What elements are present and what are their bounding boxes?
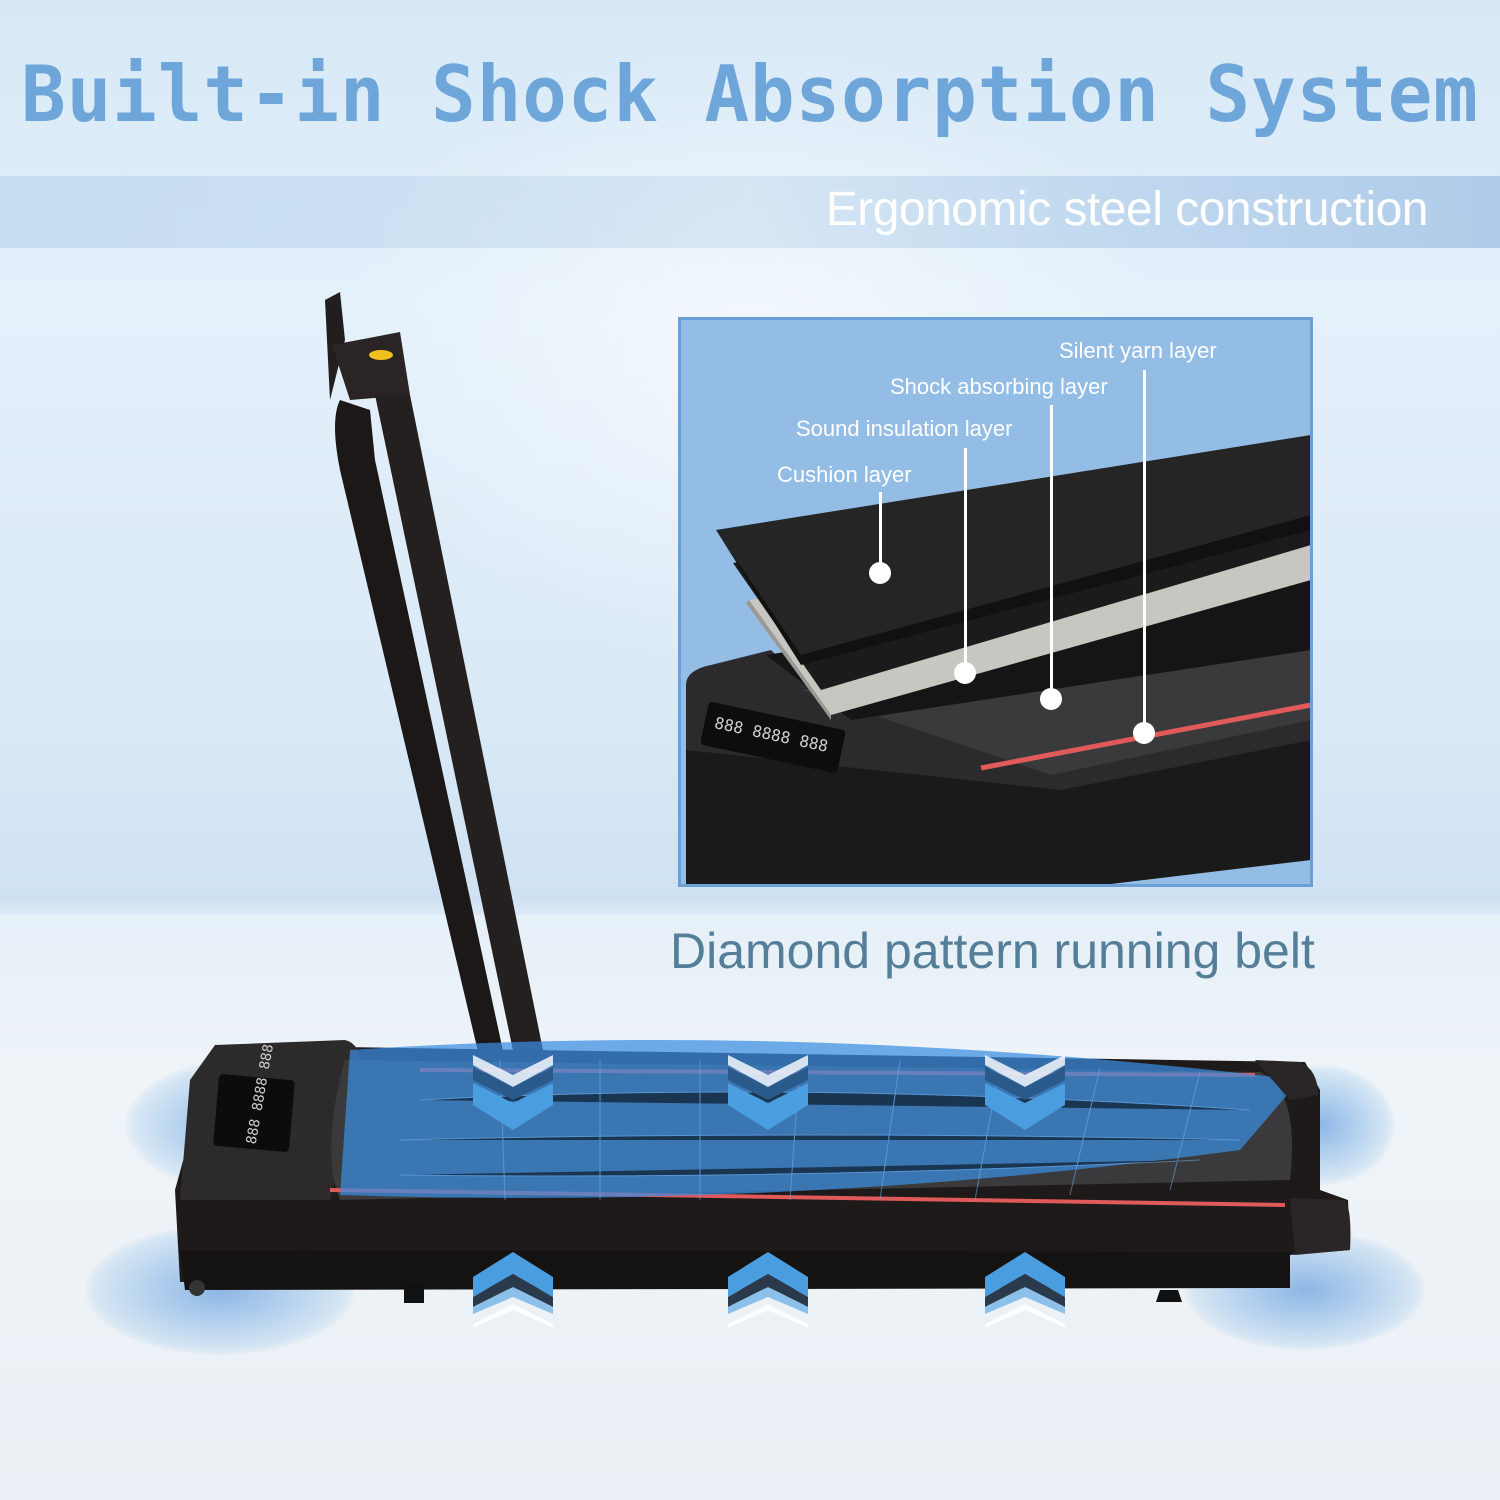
- belt-caption: Diamond pattern running belt: [670, 923, 1315, 979]
- console-display: [213, 1074, 295, 1152]
- chevron-up-icon: [985, 1252, 1065, 1328]
- power-button-icon: [369, 350, 393, 360]
- layer-detail-inset: 888 8888 888 Silent yarn layer Shock abs…: [678, 317, 1313, 887]
- chevron-up-icon: [473, 1252, 553, 1328]
- chevron-up-icon: [728, 1252, 808, 1328]
- leader-line-shock-absorbing: [1050, 405, 1053, 695]
- leader-line-cushion: [879, 492, 882, 572]
- subtitle: Ergonomic steel construction: [825, 183, 1429, 236]
- marker-dot-cushion: [869, 562, 891, 584]
- headline: Built-in Shock Absorption System: [21, 49, 1479, 140]
- chevron-down-icon: [985, 1055, 1065, 1130]
- marker-dot-sound-insulation: [954, 662, 976, 684]
- label-cushion-layer: Cushion layer: [777, 462, 912, 487]
- leader-line-sound-insulation: [964, 448, 967, 668]
- chevron-down-icon: [728, 1055, 808, 1130]
- marker-dot-silent-yarn: [1133, 722, 1155, 744]
- label-shock-absorbing-layer: Shock absorbing layer: [890, 374, 1108, 399]
- subtitle-band: [0, 176, 1500, 248]
- leader-line-silent-yarn: [1143, 370, 1146, 730]
- marker-dot-shock-absorbing: [1040, 688, 1062, 710]
- label-sound-insulation-layer: Sound insulation layer: [796, 416, 1013, 441]
- chevron-down-icon: [473, 1055, 553, 1130]
- label-silent-yarn-layer: Silent yarn layer: [1059, 338, 1217, 363]
